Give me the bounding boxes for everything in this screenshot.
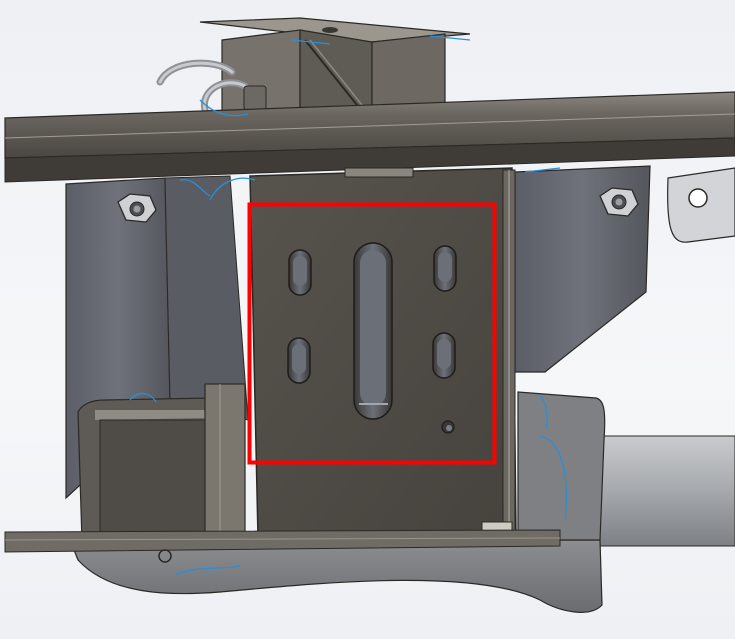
frame-rail[interactable]	[4, 91, 735, 183]
hex-nut-left[interactable]	[117, 193, 157, 223]
lower-support-plate[interactable]	[69, 391, 606, 613]
bottom-flange[interactable]	[4, 529, 561, 563]
right-tab-bracket[interactable]	[667, 167, 735, 243]
hex-nut-right[interactable]	[599, 187, 639, 217]
small-hole[interactable]	[441, 420, 455, 434]
selection-highlight-box	[247, 202, 497, 465]
top-mount-bracket[interactable]	[199, 17, 471, 121]
vertical-rod[interactable]	[481, 169, 516, 533]
slot-top-left[interactable]	[288, 249, 312, 296]
lower-left-block[interactable]	[77, 383, 246, 543]
slot-bottom-left[interactable]	[287, 337, 311, 384]
slot-center-long[interactable]	[353, 242, 393, 420]
slot-top-right[interactable]	[433, 245, 457, 292]
cable-loop	[156, 59, 267, 114]
plate-features	[287, 242, 457, 434]
sketch-lines	[129, 35, 567, 576]
slot-bottom-right[interactable]	[432, 332, 456, 379]
